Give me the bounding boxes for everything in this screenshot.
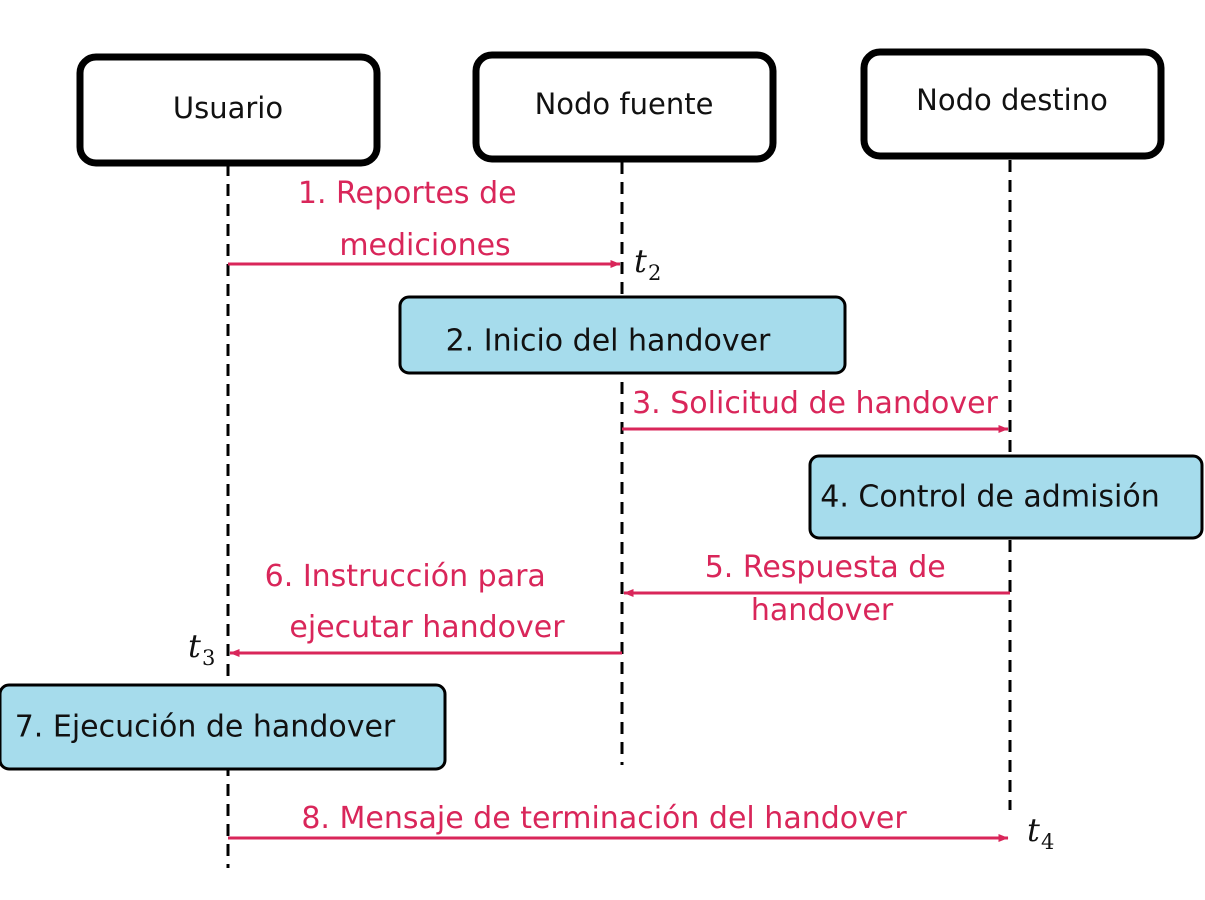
time-mark-t4-sub: 4 — [1041, 830, 1054, 854]
actor-nodo-fuente: Nodo fuente — [472, 51, 777, 163]
time-mark-t2-base: t — [634, 242, 647, 280]
time-mark-t3-sub: 3 — [202, 646, 215, 670]
message-label-3: 3. Solicitud de handover — [632, 386, 998, 421]
message-8: 8. Mensaje de terminación del handover — [228, 801, 1009, 842]
actor-box-usuario — [76, 53, 381, 167]
actor-usuario: Usuario — [76, 53, 381, 167]
message-3: 3. Solicitud de handover — [622, 386, 1009, 433]
process-label-7: 7. Ejecución de handover — [15, 710, 396, 745]
time-mark-t2: t 2 — [634, 242, 661, 285]
process-box-2 — [398, 295, 847, 375]
time-mark-t4-base: t — [1027, 811, 1040, 849]
message-5: 5. Respuesta de handover — [623, 550, 1010, 628]
message-6: 6. Instrucción para ejecutar handover — [229, 559, 622, 657]
message-label-5-line-2: handover — [751, 593, 894, 628]
process-label-2: 2. Inicio del handover — [446, 324, 771, 359]
process-inicio-handover: 2. Inicio del handover — [398, 295, 847, 375]
message-label-6-line-2: ejecutar handover — [289, 610, 565, 645]
process-label-4: 4. Control de admisión — [820, 480, 1160, 515]
message-1: 1. Reportes de mediciones — [228, 176, 621, 268]
message-label-6-line-1: 6. Instrucción para — [265, 559, 546, 594]
actor-nodo-destino: Nodo destino — [860, 48, 1165, 160]
time-mark-t3-base: t — [188, 627, 201, 665]
time-mark-t2-sub: 2 — [648, 261, 661, 285]
actor-box-nodo-fuente — [472, 51, 777, 163]
message-label-1: 1. Reportes de mediciones — [298, 176, 526, 263]
process-box-7 — [0, 683, 447, 771]
message-label-1-line-2: mediciones — [339, 228, 510, 263]
message-label-5-line-1: 5. Respuesta de — [705, 550, 946, 585]
time-mark-t4: t 4 — [1027, 811, 1054, 854]
actor-box-nodo-destino — [860, 48, 1165, 160]
actor-label-nodo-fuente: Nodo fuente — [535, 87, 714, 121]
process-control-admision: 4. Control de admisión — [808, 454, 1204, 540]
actor-label-usuario: Usuario — [173, 91, 283, 125]
message-label-1-line-1: 1. Reportes de — [298, 176, 517, 211]
message-label-6: 6. Instrucción para ejecutar handover — [265, 559, 566, 645]
process-box-4 — [808, 454, 1204, 540]
message-label-5: 5. Respuesta de handover — [705, 550, 956, 628]
process-ejecucion-handover: 7. Ejecución de handover — [0, 683, 447, 771]
message-label-8: 8. Mensaje de terminación del handover — [301, 801, 907, 836]
time-mark-t3: t 3 — [188, 627, 215, 670]
actor-label-nodo-destino: Nodo destino — [916, 83, 1108, 117]
